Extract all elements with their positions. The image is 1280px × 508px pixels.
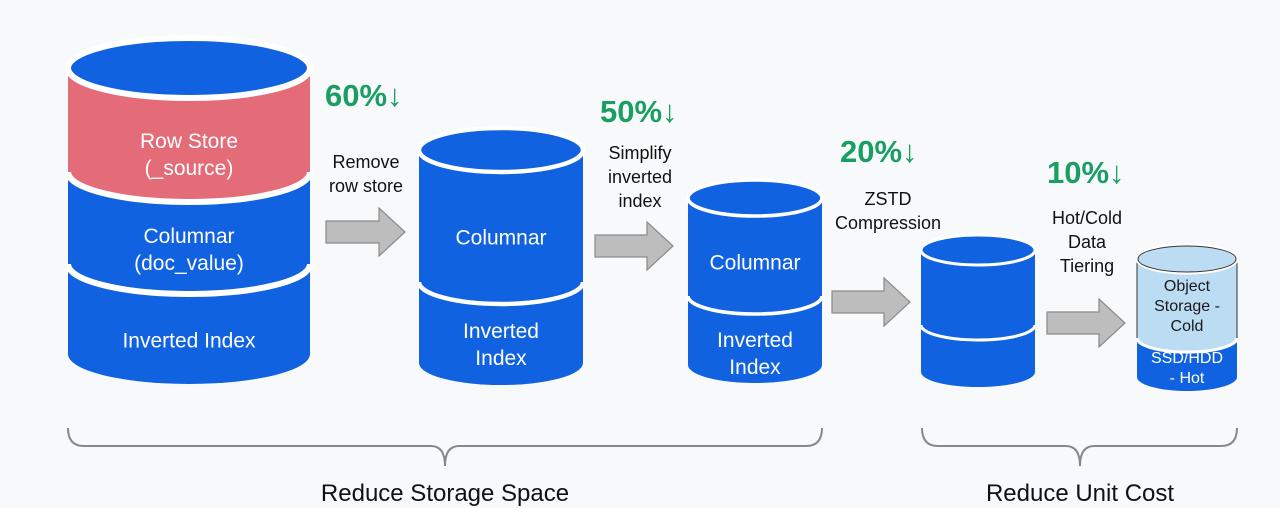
action-zstd: ZSTD Compression [834, 189, 942, 233]
segment-object-storage-cold: Object Storage - Cold [1154, 278, 1220, 335]
cylinder-segment [688, 198, 822, 314]
segment-separator [65, 171, 313, 205]
action-tiering: Hot/Cold Data Tiering [1051, 208, 1123, 276]
segment-columnar: Columnar [709, 251, 801, 275]
cylinder-segment [419, 282, 583, 385]
cylinder-top [686, 178, 824, 218]
segment-inverted-index: Inverted Index [463, 320, 539, 370]
brace [67, 427, 823, 467]
segment-ssd-hot: SSD/HDD - Hot [1150, 350, 1224, 387]
reduction-60: 60%↓ [325, 78, 403, 113]
arrow-icon [1046, 297, 1126, 349]
cylinder-segment [68, 264, 310, 384]
cylinder-segment [921, 250, 1035, 340]
action-simplify-index: Simplify inverted index [607, 143, 673, 211]
group-reduce-storage-space: Reduce Storage Space [320, 480, 570, 507]
reduction-50: 50%↓ [600, 94, 678, 129]
reduction-20: 20%↓ [840, 134, 918, 169]
action-remove-row-store: Remove row store [328, 152, 404, 196]
arrow-icon [831, 276, 911, 328]
cylinder-segment [921, 325, 1035, 387]
cylinder-top [416, 125, 586, 175]
segment-columnar: Columnar [455, 226, 547, 250]
cylinder-top [1135, 243, 1239, 275]
segment-separator [416, 281, 586, 307]
cylinder-segment [68, 172, 310, 294]
segment-separator [65, 263, 313, 297]
segment-columnar: Columnar (doc_value) [134, 225, 244, 275]
cylinder-segment [419, 150, 583, 304]
segment-inverted-index: Inverted Index [717, 329, 793, 379]
arrow-icon [594, 220, 674, 272]
reduction-10: 10%↓ [1047, 155, 1125, 190]
cylinder-segment [68, 68, 310, 202]
arrow-icon [325, 206, 406, 258]
segment-separator [919, 324, 1037, 342]
segment-separator [686, 295, 824, 316]
group-reduce-unit-cost: Reduce Unit Cost [985, 480, 1175, 507]
brace [921, 427, 1238, 467]
segment-separator [1135, 337, 1239, 354]
segment-inverted-index: Inverted Index [122, 329, 256, 353]
cylinder-segment [688, 296, 822, 383]
segment-row-store: Row Store (_source) [139, 130, 239, 180]
cylinder-top [919, 233, 1037, 267]
cylinder-top-outline [1137, 245, 1237, 273]
cylinder-top [65, 35, 313, 101]
